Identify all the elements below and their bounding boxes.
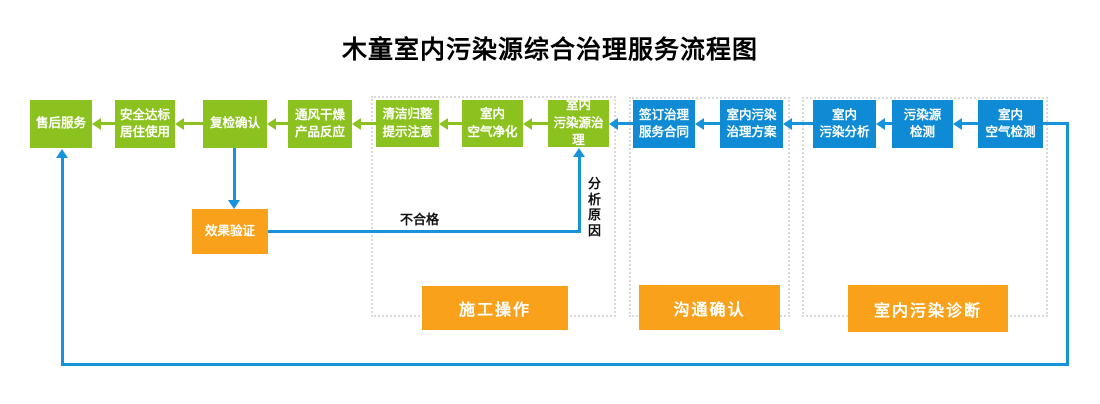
group-label-communication: 沟通确认 [639,285,780,330]
group-label-construction: 施工操作 [422,286,568,330]
arrowhead-ventilation-to-recheck-icon [267,118,276,130]
analyze-reason-arrowhead-up-icon [573,148,585,157]
arrowhead-source-treatment-to-air-purification-icon [523,118,532,130]
analyze-reason-line-vertical [578,157,581,233]
loop-line-right-segment [1066,122,1069,366]
arrowhead-cleanup-to-ventilation-icon [352,118,361,130]
flow-node-recheck: 复检确认 [203,100,267,148]
arrow-air-detection-to-source-detection [961,122,978,125]
flow-node-air-purification: 室内 空气净化 [462,100,523,147]
flow-node-after-sales: 售后服务 [30,100,92,148]
group-label-diagnosis: 室内污染诊断 [848,285,1008,332]
arrowhead-air-detection-to-source-detection-icon [953,118,962,130]
page-title: 木童室内污染源综合治理服务流程图 [341,36,758,64]
flow-node-source-detection: 污染源 检测 [892,100,953,148]
flow-node-safe-occupancy: 安全达标 居住使用 [115,100,175,148]
loop-line-top-segment [1043,122,1069,125]
flow-node-ventilation: 通风干燥 产品反应 [288,100,352,148]
arrow-safe-occupancy-to-after-sales [100,122,115,125]
arrow-source-treatment-to-air-purification [531,122,548,125]
arrow-pollution-analysis-to-treatment-plan [791,122,813,125]
edge-label-analyze-reason: 分析原因 [588,176,602,238]
flow-node-cleanup: 清洁归整 提示注意 [376,100,439,147]
loop-line-bottom-segment [61,363,1069,366]
flow-node-air-detection: 室内 空气检测 [978,100,1043,148]
arrowhead-sign-contract-to-source-treatment-icon [609,118,618,130]
arrowhead-air-purification-to-cleanup-icon [439,118,448,130]
flow-node-sign-contract: 签订治理 服务合同 [633,100,695,148]
arrowhead-source-detection-to-pollution-analysis-icon [876,118,885,130]
flow-node-source-treatment: 室内 污染源治理 [548,98,609,147]
edge-label-unqualified: 不合格 [400,212,440,227]
arrow-ventilation-to-recheck [275,122,288,125]
flow-node-effect-verification: 效果验证 [192,209,268,254]
arrow-sign-contract-to-source-treatment [617,122,633,125]
arrow-source-detection-to-pollution-analysis [884,122,892,125]
recheck-to-effect-line [233,148,236,201]
loop-arrowhead-up-icon [56,149,68,158]
arrow-recheck-to-safe-occupancy [183,122,203,125]
recheck-to-effect-arrowhead-down-icon [228,200,240,209]
arrowhead-recheck-to-safe-occupancy-icon [175,118,184,130]
loop-line-left-segment [61,157,64,366]
flow-node-pollution-analysis: 室内 污染分析 [813,100,876,148]
arrow-treatment-plan-to-sign-contract [703,122,720,125]
arrow-cleanup-to-ventilation [360,122,376,125]
flow-node-treatment-plan: 室内污染 治理方案 [720,100,783,148]
arrow-air-purification-to-cleanup [447,122,462,125]
arrowhead-pollution-analysis-to-treatment-plan-icon [783,118,792,130]
unqualified-line-horizontal [268,230,581,233]
arrowhead-safe-occupancy-to-after-sales-icon [92,118,101,130]
arrowhead-treatment-plan-to-sign-contract-icon [695,118,704,130]
